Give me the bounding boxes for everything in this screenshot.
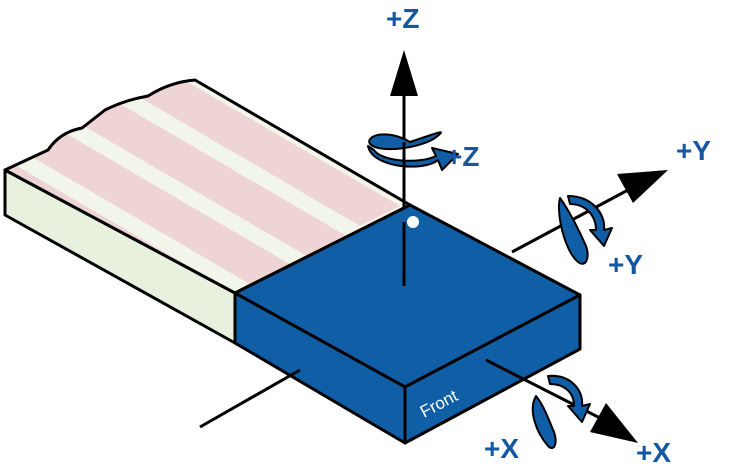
block-right-face (403, 293, 582, 445)
x-rotation-arrow-icon (531, 374, 591, 450)
component-block (233, 203, 582, 445)
y-axis-label: +Y (676, 135, 711, 166)
z-axis-label: +Z (386, 3, 419, 34)
y-rotation-label: +Y (608, 249, 643, 280)
z-rotation-arrow-icon (367, 131, 459, 171)
origin-dot (407, 216, 419, 228)
y-rotation-arrow-icon (558, 195, 613, 265)
x-rotation-label: +X (484, 433, 519, 464)
x-axis-label: +X (636, 437, 671, 468)
z-rotation-label: +Z (446, 141, 479, 172)
flex-strip (3, 78, 412, 345)
strip-top-outline (3, 78, 412, 295)
